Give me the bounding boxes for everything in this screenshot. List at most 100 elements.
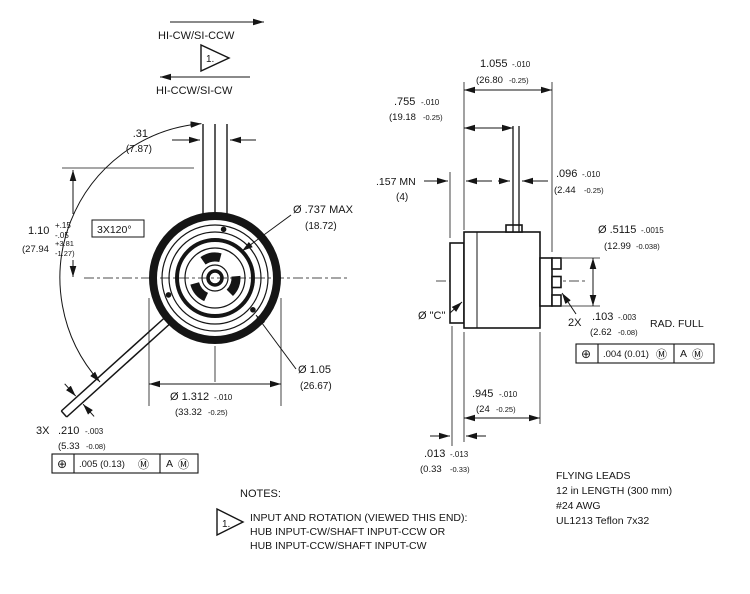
dim-overall-depth: 1.055 -.010 (26.80 -0.25): [463, 58, 553, 252]
dim-text-mm: (4): [396, 192, 408, 203]
dim-mm-tol: -0.08): [618, 328, 638, 337]
leads-line-1: FLYING LEADS: [556, 470, 631, 482]
dim-tol-plus: +.15: [55, 221, 71, 230]
dim-text-mm: (18.72): [305, 221, 337, 232]
dim-suffix: RAD. FULL: [650, 318, 704, 330]
dim-mm-tol: -0.038): [636, 242, 660, 251]
dim-text-mm: (2.62: [590, 327, 612, 338]
dim-mm-tol: -0.08): [86, 442, 106, 451]
lead-boss: [505, 224, 523, 233]
body: [463, 231, 541, 329]
dim-tol: -.010: [499, 390, 518, 399]
fcf-datum: A: [166, 458, 173, 470]
note-flag-triangle: [216, 507, 245, 537]
fcf-datum: A: [680, 348, 687, 360]
angle-label: 3X120°: [97, 224, 132, 236]
dim-lead-offset: .096 -.010 (2.44 -0.25): [498, 168, 604, 196]
mmc-symbol: Ⓜ: [178, 458, 189, 471]
dim-qty: 3X: [36, 425, 50, 437]
dim-cup-dia: Ø 1.05 (26.67): [255, 314, 332, 392]
leader-line: [241, 214, 292, 252]
hub-tab: [551, 275, 562, 289]
dim-text-mm: (27.94: [22, 244, 49, 255]
dim-text: .013: [424, 448, 445, 460]
dim-body-depth: .945 -.010 (24 -0.25): [463, 332, 541, 442]
note-line-1: INPUT AND ROTATION (VIEWED THIS END):: [250, 512, 467, 524]
front-view: 3X120° .31 (7.87) 1.10 +.15 -.05 (27.94 …: [22, 121, 354, 474]
fcf-value: .005 (0.13): [79, 459, 125, 470]
leads-line-3: #24 AWG: [556, 500, 601, 512]
rear-hub: [539, 257, 553, 307]
notes-title: NOTES:: [240, 488, 281, 500]
feature-control-frame-front: ⊕ .005 (0.13) Ⓜ A Ⓜ: [51, 453, 199, 474]
dim-text-mm: (12.99: [604, 241, 631, 252]
dim-shaft-dia: 3X .210 -.003 (5.33 -0.08): [36, 383, 106, 452]
note-line-2: HUB INPUT-CW/SHAFT INPUT-CCW OR: [250, 526, 446, 538]
side-view: 1.055 -.010 (26.80 -0.25) .755 -.010 (19…: [376, 58, 715, 475]
leader-line: [449, 301, 463, 314]
dim-tol: -.013: [450, 450, 469, 459]
hub-tab: [551, 294, 562, 307]
dim-mm-tol: -0.25): [423, 113, 443, 122]
position-symbol: ⊕: [57, 457, 67, 471]
dim-text: Ø 1.312: [170, 391, 209, 403]
note-flag-triangle: [200, 43, 231, 73]
angle-dimension-arc: [59, 121, 202, 383]
dim-lead-spacing: .31 (7.87): [126, 128, 256, 155]
rotation-indicator: HI-CW/SI-CCW 1. HI-CCW/SI-CW: [156, 18, 264, 97]
dim-text: .755: [394, 96, 415, 108]
dim-tol: -.003: [85, 427, 104, 436]
dim-text: .210: [58, 425, 79, 437]
hub-slot: [200, 252, 222, 265]
leads-line-2: 12 in LENGTH (300 mm): [556, 485, 672, 497]
dim-mm-tol: -0.25): [208, 408, 228, 417]
angle-box: [91, 219, 145, 238]
dim-text: 1.10: [28, 225, 49, 237]
dim-tol: -.010: [512, 60, 531, 69]
dim-text-mm: (33.32: [175, 407, 202, 418]
dim-mm-tol-plus: +3.81: [55, 239, 74, 248]
dim-text: Ø 1.05: [298, 364, 331, 376]
dim-pilot-dia: Ø "C": [418, 301, 463, 322]
dim-text-mm: (24: [476, 404, 490, 415]
dim-height: 1.10 +.15 -.05 (27.94 +3.81 -1.27): [22, 167, 194, 277]
lead-wires: [202, 124, 228, 214]
dim-tol: -.010: [582, 170, 601, 179]
dim-tol-minus: -.05: [55, 231, 69, 240]
hub-tab: [551, 257, 562, 270]
rivet: [250, 307, 256, 313]
dim-tol: -.003: [618, 313, 637, 322]
dim-text: .096: [556, 168, 577, 180]
dim-text: Ø .737 MAX: [293, 204, 354, 216]
dim-text: .103: [592, 311, 613, 323]
dim-text: .157 MN: [376, 176, 416, 188]
position-symbol: ⊕: [581, 347, 591, 361]
dim-mm-tol: -0.25): [496, 405, 516, 414]
dim-tol: -.010: [214, 393, 233, 402]
leader-line: [561, 292, 577, 315]
fcf-box: [51, 453, 199, 474]
note-flag-number: 1.: [222, 519, 230, 530]
dim-text: Ø "C": [418, 310, 445, 322]
dim-body-dia: Ø 1.312 -.010 (33.32 -0.25): [148, 298, 282, 418]
ring: [201, 264, 229, 292]
dim-text-mm: (19.18: [389, 112, 416, 123]
notes-block: NOTES: 1. INPUT AND ROTATION (VIEWED THI…: [216, 488, 467, 552]
dim-qty: 2X: [568, 317, 582, 329]
leader-line: [255, 314, 297, 370]
dim-text-mm: (26.80: [476, 75, 503, 86]
dim-text: 1.055: [480, 58, 508, 70]
dim-arrow: [82, 403, 95, 417]
hub-slot: [226, 275, 241, 296]
dim-text: .945: [472, 388, 493, 400]
dim-text: Ø .5115: [598, 224, 636, 236]
dim-tol: -.010: [421, 98, 440, 107]
shaft-end: [60, 410, 68, 418]
pot-body-side: [449, 126, 562, 329]
dim-text: .31: [133, 128, 148, 140]
leads-line-4: UL1213 Teflon 7x32: [556, 515, 649, 527]
note-line-3: HUB INPUT-CCW/SHAFT INPUT-CW: [250, 540, 427, 552]
dim-mm-tol: -0.33): [450, 465, 470, 474]
ccw-rotation-label: HI-CCW/SI-CW: [156, 85, 233, 97]
shaft: [60, 317, 171, 418]
